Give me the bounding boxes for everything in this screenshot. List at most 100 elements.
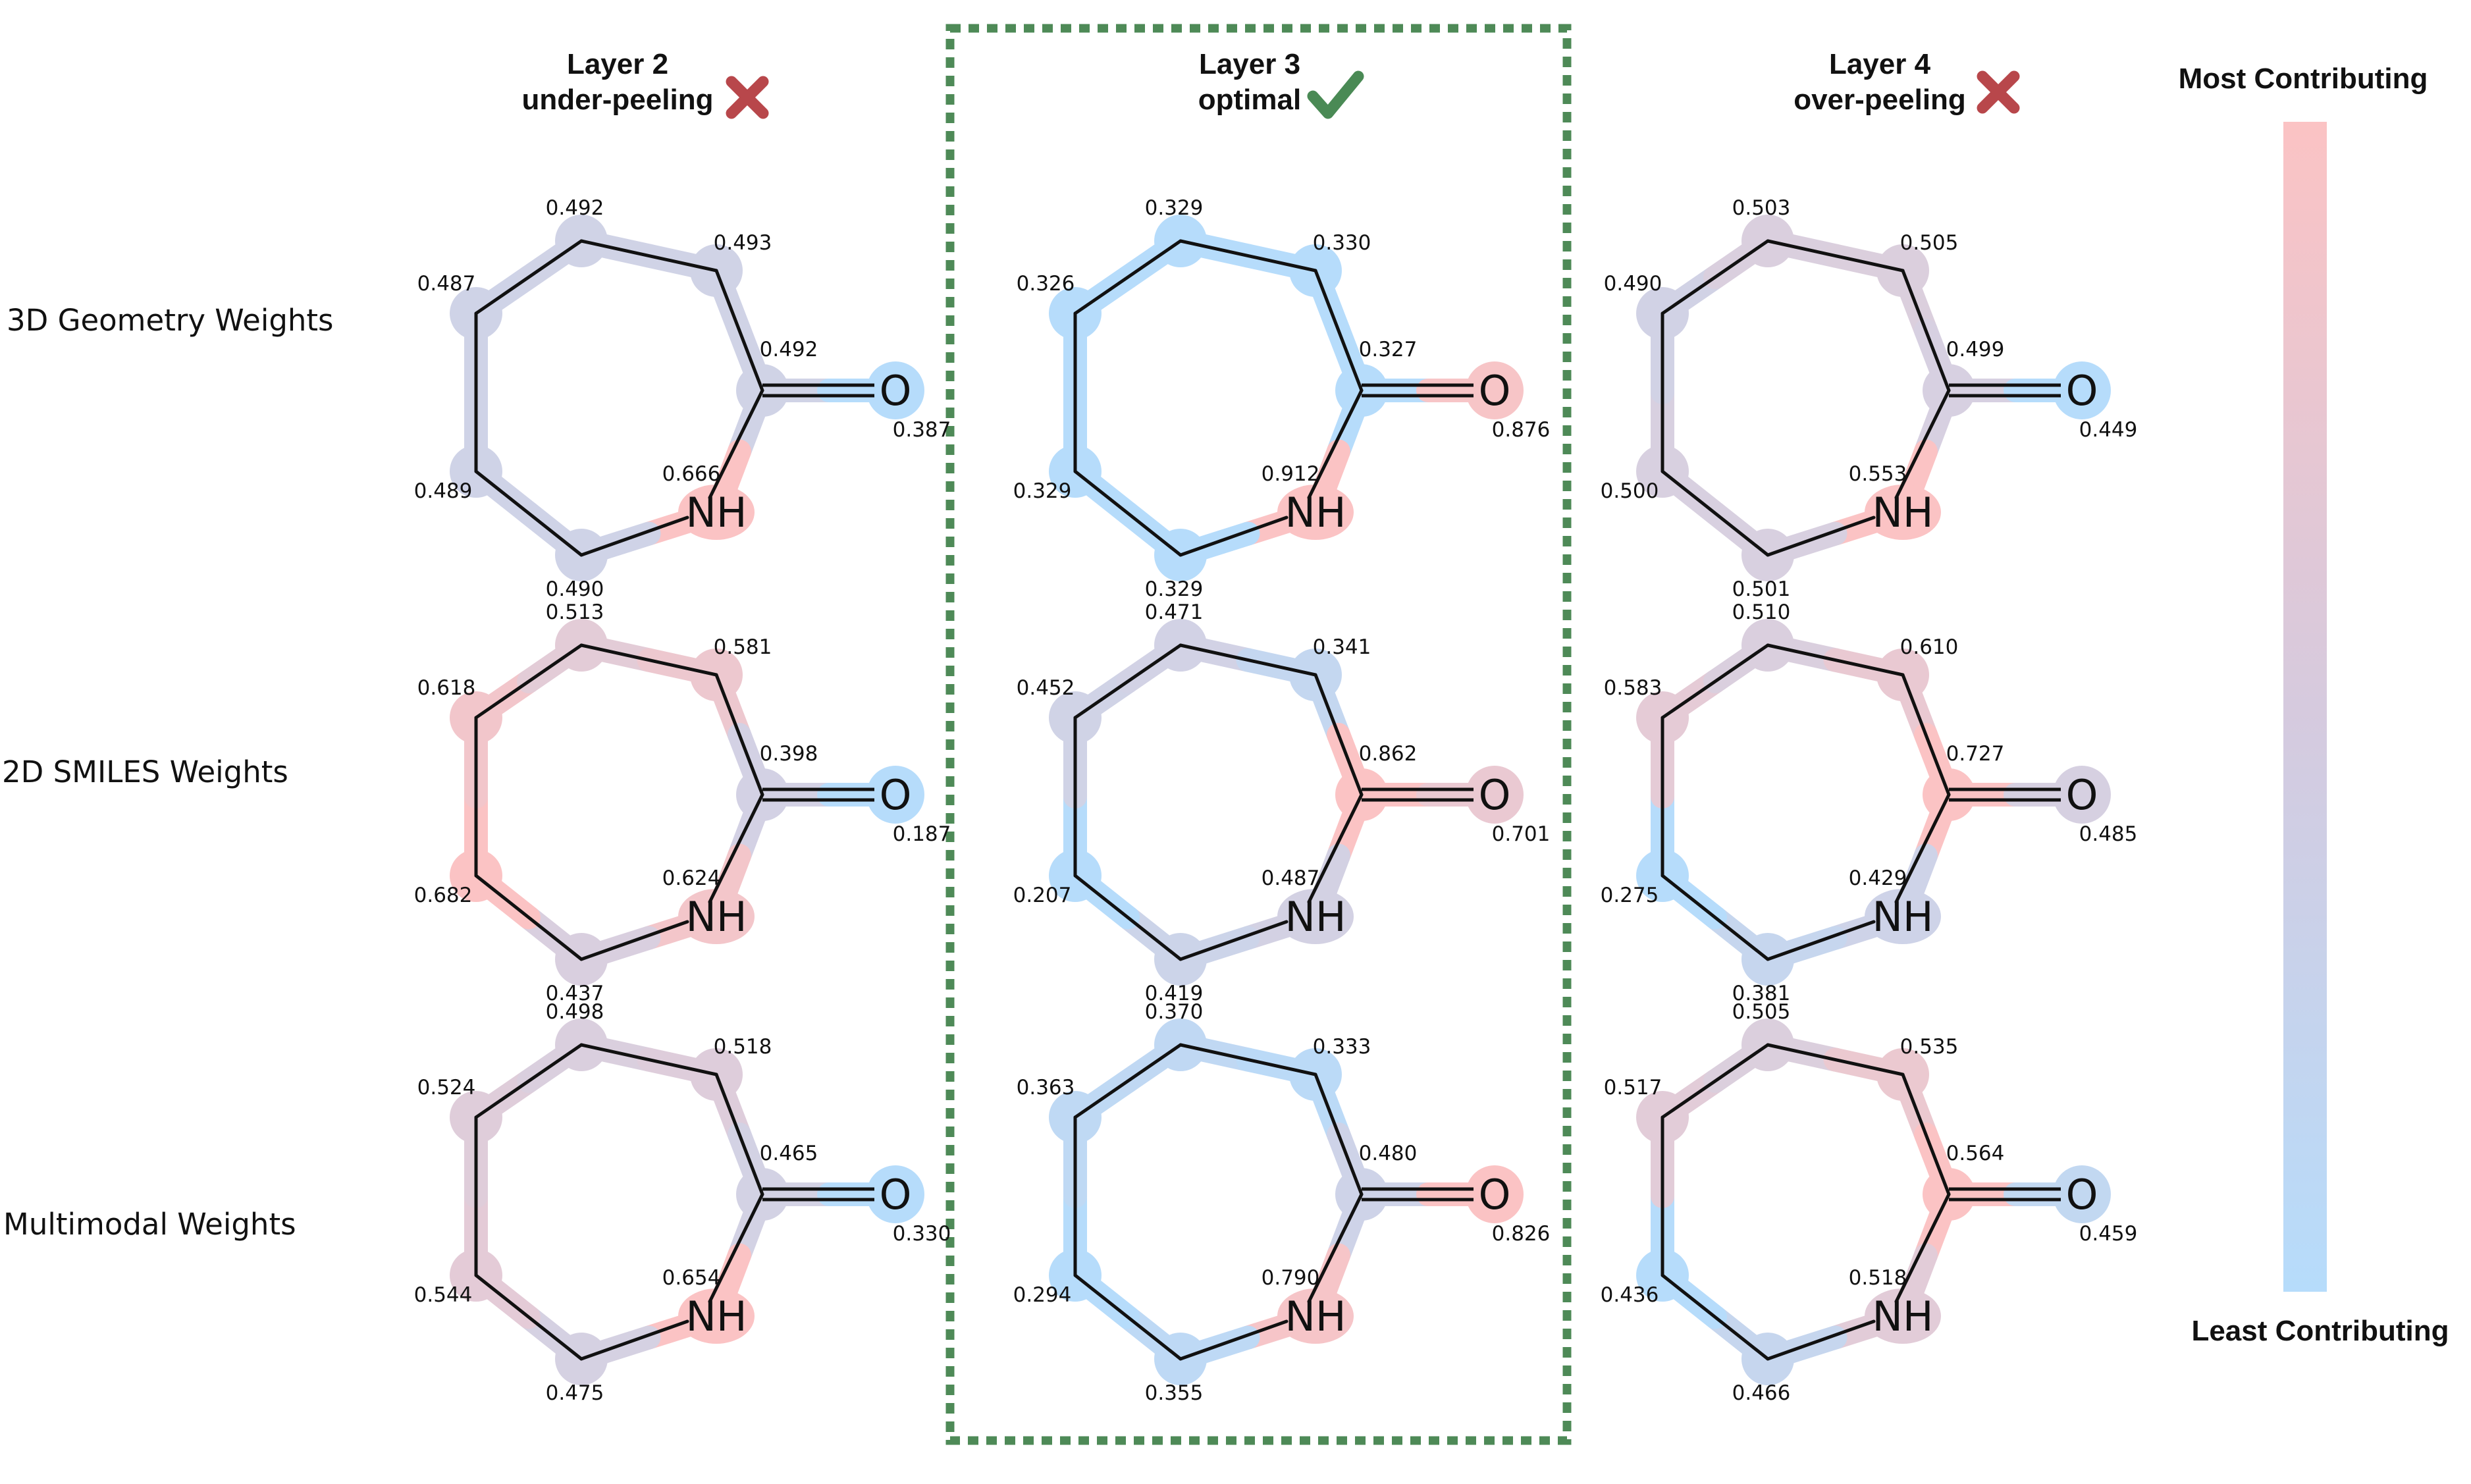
bond-line bbox=[1179, 1319, 1289, 1361]
weight-label: 0.518 bbox=[1849, 1266, 1907, 1290]
weight-label: 0.485 bbox=[2079, 822, 2138, 846]
oxygen-atom-label: O bbox=[2066, 367, 2098, 415]
bond-line bbox=[1073, 469, 1182, 557]
bond-line bbox=[1894, 388, 1951, 500]
bond-line bbox=[579, 239, 718, 273]
weight-label: 0.517 bbox=[1604, 1076, 1662, 1100]
bond-line bbox=[714, 269, 764, 392]
bond-line bbox=[579, 1319, 689, 1361]
weight-label: 0.492 bbox=[546, 196, 604, 220]
weight-label: 0.294 bbox=[1013, 1283, 1072, 1307]
oxygen-atom-label: O bbox=[880, 367, 912, 415]
weight-label: 0.583 bbox=[1604, 676, 1662, 700]
atom-highlight bbox=[2053, 361, 2111, 419]
weight-label: 0.275 bbox=[1601, 884, 1659, 907]
color-legend: Most Contributing Least Contributing bbox=[2179, 63, 2449, 1347]
cross-icon bbox=[726, 76, 769, 119]
weight-label: 0.429 bbox=[1849, 866, 1907, 890]
weight-label: 0.487 bbox=[417, 272, 476, 296]
check-icon bbox=[1307, 70, 1364, 119]
bond-line bbox=[1073, 1043, 1182, 1119]
bond-line bbox=[1894, 1192, 1951, 1304]
column-status-label: over-peeling bbox=[1793, 84, 1966, 116]
bond-line bbox=[1314, 1073, 1364, 1196]
weight-label: 0.480 bbox=[1359, 1142, 1418, 1165]
oxygen-atom-label: O bbox=[2066, 771, 2098, 819]
atom-highlight bbox=[1466, 1165, 1524, 1223]
weight-label: 0.207 bbox=[1013, 884, 1072, 907]
weight-label: 0.329 bbox=[1145, 577, 1204, 601]
weight-label: 0.553 bbox=[1849, 462, 1907, 486]
weight-label: 0.498 bbox=[546, 1000, 604, 1024]
bond-line bbox=[474, 239, 583, 315]
weight-label: 0.419 bbox=[1145, 982, 1204, 1005]
weight-label: 0.329 bbox=[1145, 196, 1204, 220]
weight-label: 0.510 bbox=[1732, 600, 1791, 624]
weight-label: 0.490 bbox=[546, 577, 604, 601]
atom-highlight bbox=[866, 766, 924, 824]
molecule-panel: ONH0.4900.5030.5050.4990.4490.5530.5010.… bbox=[1601, 196, 2138, 601]
weight-label: 0.610 bbox=[1900, 635, 1959, 659]
atom-highlight bbox=[1466, 766, 1524, 824]
weight-label: 0.490 bbox=[1604, 272, 1662, 296]
bond-line bbox=[714, 1073, 764, 1196]
bond-line bbox=[1307, 793, 1364, 904]
molecule-panels: ONH0.4870.4920.4930.4920.3870.6660.4900.… bbox=[414, 196, 2138, 1405]
bond-line bbox=[1179, 920, 1289, 961]
bond-line bbox=[1661, 1043, 1770, 1119]
weight-label: 0.666 bbox=[662, 462, 721, 486]
nitrogen-atom-label: NH bbox=[1873, 489, 1934, 537]
weight-label: 0.501 bbox=[1732, 577, 1791, 601]
bond-line bbox=[1661, 1273, 1770, 1361]
nitrogen-atom-label: NH bbox=[686, 1292, 747, 1340]
weight-label: 0.341 bbox=[1313, 635, 1371, 659]
nitrogen-atom-label: NH bbox=[1873, 1292, 1934, 1340]
column-layer-label: Layer 3 bbox=[1199, 48, 1300, 80]
nitrogen-atom-label: NH bbox=[1285, 893, 1346, 941]
weight-label: 0.624 bbox=[662, 866, 721, 890]
weight-label: 0.381 bbox=[1732, 982, 1791, 1005]
weight-label: 0.493 bbox=[714, 231, 772, 255]
molecule-panel: ONH0.5830.5100.6100.7270.4850.4290.3810.… bbox=[1601, 600, 2138, 1005]
bond-line bbox=[1766, 239, 1905, 273]
legend-top-label: Most Contributing bbox=[2179, 63, 2428, 95]
bond-line bbox=[1073, 1273, 1182, 1361]
bond-line bbox=[1661, 874, 1770, 961]
bond-line bbox=[1307, 1192, 1364, 1304]
column-header-layer-4: Layer 4 over-peeling bbox=[1793, 48, 2020, 116]
row-label-multimodal: Multimodal Weights bbox=[3, 1207, 296, 1242]
bond-line bbox=[1314, 673, 1364, 797]
bond-line bbox=[708, 1192, 764, 1304]
weight-label: 0.489 bbox=[414, 479, 473, 503]
bond-line bbox=[1307, 388, 1364, 500]
bond-line bbox=[474, 1273, 583, 1361]
oxygen-atom-label: O bbox=[2066, 1171, 2098, 1219]
weight-label: 0.465 bbox=[760, 1142, 818, 1165]
weight-label: 0.499 bbox=[1946, 338, 2005, 361]
weight-label: 0.513 bbox=[546, 600, 604, 624]
weight-label: 0.355 bbox=[1145, 1381, 1204, 1405]
weight-label: 0.437 bbox=[546, 982, 604, 1005]
weight-label: 0.912 bbox=[1262, 462, 1320, 486]
weight-label: 0.654 bbox=[662, 1266, 721, 1290]
column-layer-label: Layer 4 bbox=[1829, 48, 1931, 80]
bond-line bbox=[1901, 1073, 1951, 1196]
row-label-3d-geometry: 3D Geometry Weights bbox=[7, 303, 334, 338]
weight-label: 0.487 bbox=[1262, 866, 1320, 890]
weight-label: 0.370 bbox=[1145, 1000, 1204, 1024]
nitrogen-atom-label: NH bbox=[1285, 1292, 1346, 1340]
bond-line bbox=[1179, 239, 1317, 273]
weight-label: 0.535 bbox=[1900, 1035, 1959, 1059]
molecule-panel: ONH0.3260.3290.3300.3270.8760.9120.3290.… bbox=[1013, 196, 1551, 601]
weight-label: 0.876 bbox=[1492, 418, 1551, 442]
weight-label: 0.466 bbox=[1732, 1381, 1791, 1405]
oxygen-atom-label: O bbox=[1479, 771, 1511, 819]
bond-line bbox=[1073, 643, 1182, 720]
molecule-panel: ONH0.6180.5130.5810.3980.1870.6240.4370.… bbox=[414, 600, 951, 1005]
atom-highlight bbox=[678, 485, 755, 540]
bond-line bbox=[1766, 1043, 1905, 1076]
atom-highlight bbox=[1277, 485, 1354, 540]
atom-highlight bbox=[1277, 889, 1354, 944]
weight-label: 0.701 bbox=[1492, 822, 1551, 846]
